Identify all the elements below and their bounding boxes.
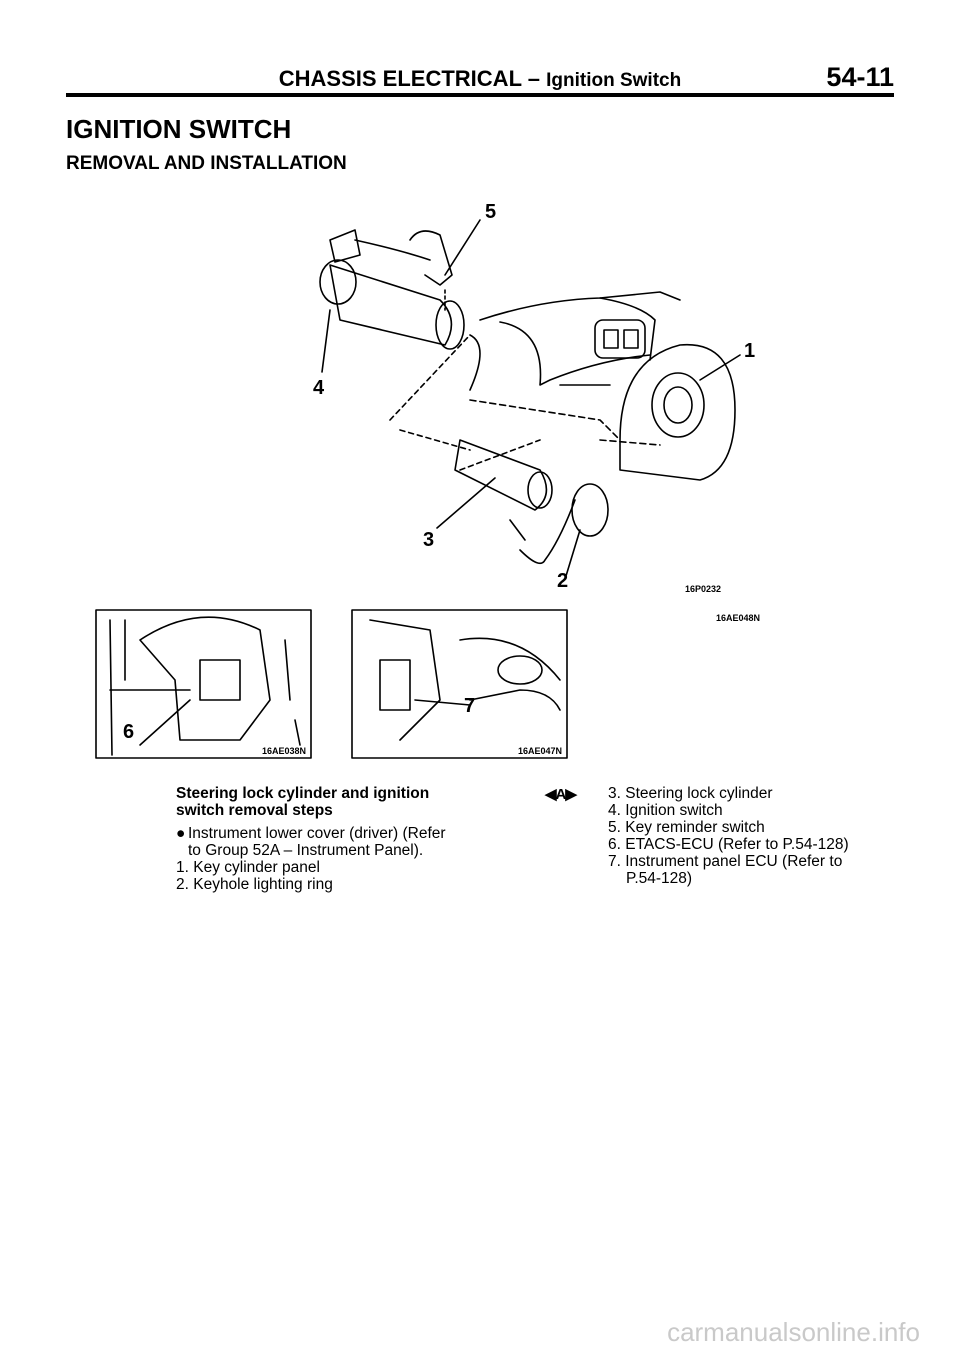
header-section: CHASSIS ELECTRICAL [278,66,522,91]
steering-lock-cylinder-face [527,471,553,509]
callout-4: 4 [313,377,325,399]
page-number: 54-11 [826,62,894,92]
callout-1: 1 [744,340,755,362]
step-item-5: 5. Key reminder switch [608,819,765,836]
steps-title-line2: switch removal steps [176,802,333,819]
key-reminder-switch [409,230,453,286]
bullet-dot: ● [176,825,186,842]
page-title: IGNITION SWITCH [66,114,292,144]
step-item-3: 3. Steering lock cylinder [608,785,773,802]
key-cylinder-panel-hole [651,372,705,438]
inset-right-sketch [369,619,561,741]
steps-title-line1: Steering lock cylinder and ignition [176,785,430,802]
ignition-switch-connector [319,259,357,305]
dashboard-panel [559,297,656,386]
step-item-7-line2: P.54-128) [626,870,693,887]
watermark: carmanualsonline.info [667,1317,920,1347]
leader-5 [444,219,481,276]
lighting-ring-wire [509,499,576,565]
leader-3 [436,477,496,529]
page-subtitle: REMOVAL AND INSTALLATION [66,153,347,174]
removal-steps-continued: 3. Steering lock cylinder 4. Ignition sw… [608,785,898,887]
assembly-lines [389,334,541,471]
dash-lower-line [469,399,661,446]
ignition-switch-end [435,300,465,350]
inset-left-sketch [109,616,271,756]
exploded-diagram: 5 1 4 3 2 6 7 16P0232 16AE048N 16AE038N … [95,201,760,759]
key-reminder-wire [329,229,431,263]
page-header-title: CHASSIS ELECTRICAL – Ignition Switch [0,66,960,92]
step-item-1: 1. Key cylinder panel [176,859,320,876]
leader-1 [699,354,741,381]
removal-steps: Steering lock cylinder and ignition swit… [176,785,476,893]
inset-instrument-panel-ecu [351,609,568,759]
key-cylinder-panel [619,343,736,481]
leader-4 [321,309,331,373]
step-item-7-line1: 7. Instrument panel ECU (Refer to [608,853,843,870]
leader-6 [139,699,191,746]
step-item-2: 2. Keyhole lighting ring [176,876,333,893]
callout-6: 6 [123,721,134,743]
figure-code-main-a: 16P0232 [685,584,721,594]
keyhole-lighting-ring [571,483,609,537]
dashboard-outline [469,291,681,391]
figure-code-right: 16AE047N [518,746,562,756]
callout-7: 7 [464,695,475,717]
dash-vent [594,319,646,359]
callout-3: 3 [423,529,434,551]
callout-2: 2 [557,570,568,592]
inset-right-wheel [497,655,543,685]
bullet-line1: Instrument lower cover (driver) (Refer [188,825,446,842]
figure-code-left: 16AE038N [262,746,306,756]
leader-7 [414,699,471,706]
dash-vent-slots [603,329,639,349]
step-item-4: 4. Ignition switch [608,802,723,819]
steps-bullet: ● Instrument lower cover (driver) (Refer [176,825,476,842]
steering-lock-cylinder [454,439,548,511]
inset-left-ecu [109,639,301,746]
header-subsection: Ignition Switch [546,70,682,91]
figure-code-main-b: 16AE048N [716,613,760,623]
leader-2 [565,529,581,577]
key-cylinder-panel-inner [663,386,693,424]
ignition-switch-body [329,264,453,346]
header-dash: – [527,66,540,91]
header-rule [66,93,894,97]
bullet-line2: to Group 52A – Instrument Panel). [188,842,424,859]
callout-5: 5 [485,201,496,223]
step-item-6: 6. ETACS-ECU (Refer to P.54-128) [608,836,849,853]
inset-etacs-ecu [95,609,312,759]
service-marker-a: ◀A▶ [545,786,577,803]
